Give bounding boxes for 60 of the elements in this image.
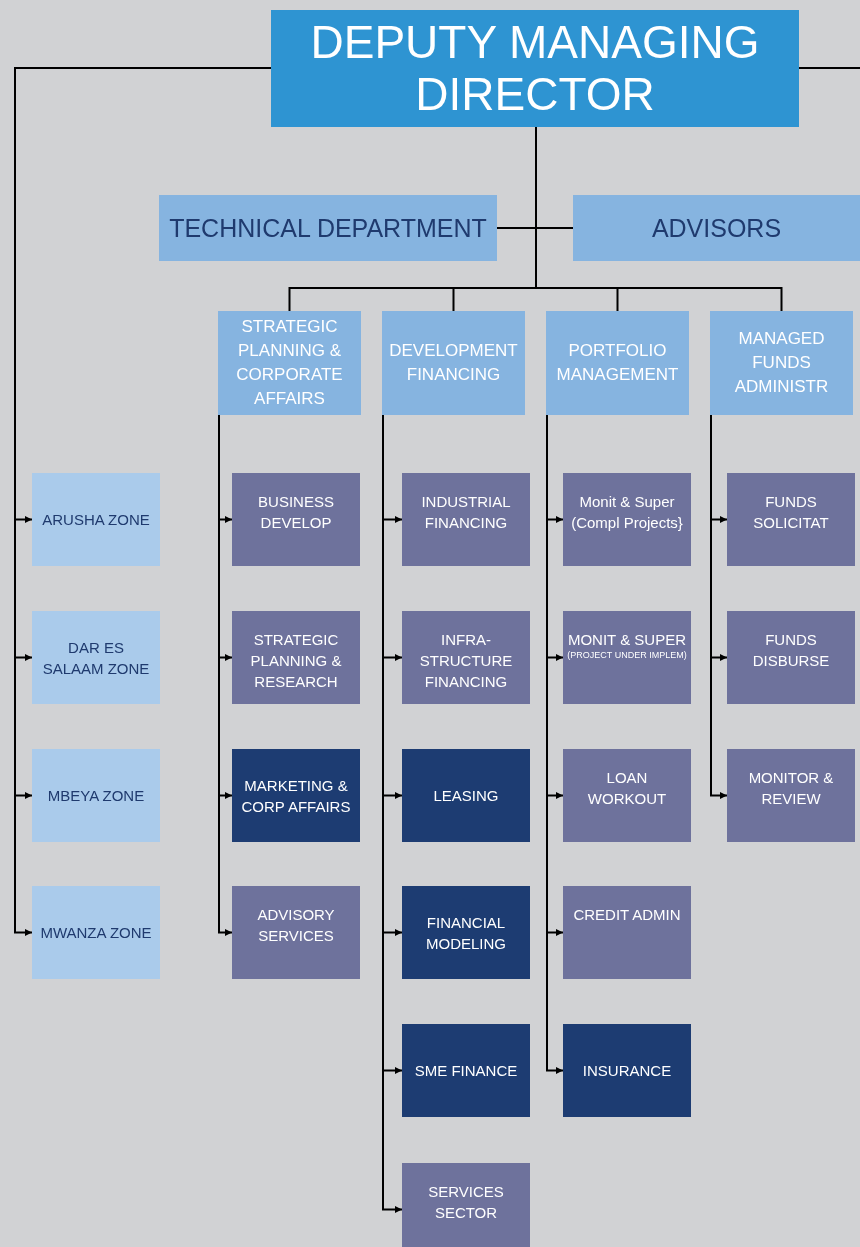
- box-label: ADVISORS: [651, 213, 782, 243]
- box-label: FINANCIAL MODELING: [425, 912, 507, 954]
- box-label: STRATEGIC PLANNING & CORPORATE AFFAIRS: [235, 316, 344, 410]
- unit-box: [402, 611, 530, 704]
- unit-box: [563, 1024, 691, 1117]
- unit-box: [402, 886, 530, 979]
- director-box: [271, 10, 799, 127]
- box-label: MANAGED FUNDS ADMINISTR: [733, 328, 830, 398]
- box-label: MWANZA ZONE: [40, 923, 152, 943]
- box-note: (PROJECT UNDER IMPLEM): [567, 650, 687, 662]
- unit-box: [232, 749, 360, 842]
- box-label: MONIT & SUPER: [567, 630, 687, 650]
- box-label: DAR ES SALAAM ZONE: [41, 637, 151, 679]
- department-box: [573, 195, 860, 261]
- division-box: [546, 311, 689, 415]
- box-label: INSURANCE: [582, 1061, 672, 1081]
- box-label: LEASING: [433, 786, 499, 806]
- box-label: INFRA- STRUCTURE FINANCING: [418, 630, 514, 692]
- zone-box: [32, 749, 160, 842]
- unit-box: [727, 473, 855, 566]
- zone-box: [32, 473, 160, 566]
- box-label: BUSINESS DEVELOP: [257, 492, 335, 533]
- unit-box: [232, 886, 360, 979]
- unit-box: [563, 886, 691, 979]
- box-label: ADVISORY SERVICES: [256, 905, 336, 946]
- box-label: MBEYA ZONE: [47, 786, 145, 806]
- box-label: Monit & Super (Compl Projects}: [570, 492, 684, 533]
- unit-box: [727, 611, 855, 704]
- unit-box: [402, 1024, 530, 1117]
- unit-box: [563, 473, 691, 566]
- unit-box: [232, 473, 360, 566]
- box-label: CREDIT ADMIN: [573, 905, 681, 925]
- box-label: FUNDS SOLICITAT: [752, 492, 830, 533]
- box-label: INDUSTRIAL FINANCING: [420, 492, 512, 533]
- unit-box: [402, 749, 530, 842]
- unit-box: [563, 749, 691, 842]
- division-box: [710, 311, 853, 415]
- box-label: SME FINANCE: [414, 1061, 518, 1081]
- zone-box: [32, 886, 160, 979]
- box-label: SERVICES SECTOR: [427, 1182, 505, 1223]
- box-label: DEVELOPMENT FINANCING: [388, 340, 519, 386]
- unit-box: [402, 1163, 530, 1247]
- box-label: TECHNICAL DEPARTMENT: [169, 213, 487, 243]
- box-label: MARKETING & CORP AFFAIRS: [240, 775, 352, 817]
- connector-line: [798, 67, 860, 69]
- division-box: [382, 311, 525, 415]
- box-label: FUNDS DISBURSE: [751, 630, 831, 671]
- unit-box: [563, 611, 691, 704]
- box-label: PORTFOLIO MANAGEMENT: [555, 340, 680, 386]
- department-box: [159, 195, 497, 261]
- box-label: DEPUTY MANAGING DIRECTOR: [309, 16, 761, 121]
- unit-box: [727, 749, 855, 842]
- unit-box: [232, 611, 360, 704]
- box-label: ARUSHA ZONE: [42, 510, 150, 530]
- division-box: [218, 311, 361, 415]
- zone-box: [32, 611, 160, 704]
- box-label: MONITOR & REVIEW: [747, 768, 835, 809]
- box-label: STRATEGIC PLANNING & RESEARCH: [249, 630, 343, 692]
- unit-box: [402, 473, 530, 566]
- box-label: LOAN WORKOUT: [586, 768, 668, 809]
